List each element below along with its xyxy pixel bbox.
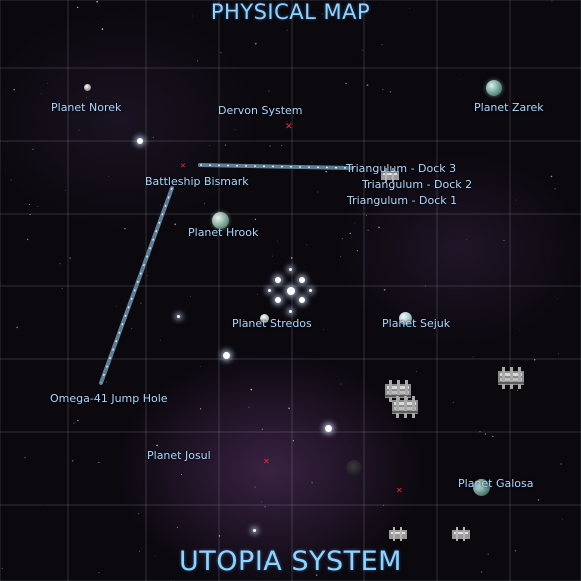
planet-zarek-icon[interactable] — [486, 80, 502, 96]
space-station-icon[interactable] — [389, 527, 407, 541]
x-marker-icon[interactable]: ✕ — [180, 162, 186, 170]
label-planet-hrook[interactable]: Planet Hrook — [188, 226, 259, 239]
label-dervon-system[interactable]: Dervon System — [218, 104, 303, 117]
stredos-star-cluster[interactable] — [266, 266, 316, 316]
label-triangulum-dock-3[interactable]: Triangulum - Dock 3 — [346, 162, 457, 175]
trade-lane-bismark-triangulum[interactable] — [198, 163, 354, 170]
label-planet-sejuk[interactable]: Planet Sejuk — [382, 317, 451, 330]
label-planet-galosa[interactable]: Planet Galosa — [458, 477, 534, 490]
planet-stredos-icon[interactable] — [260, 314, 269, 323]
star-icon — [289, 310, 292, 313]
star-icon — [268, 289, 271, 292]
x-marker-icon[interactable]: ✕ — [263, 457, 270, 466]
planet-josul-icon[interactable] — [346, 460, 362, 476]
planet-galosa-icon[interactable] — [473, 479, 490, 496]
star-icon[interactable] — [137, 138, 143, 144]
label-omega-41-jump-hole[interactable]: Omega-41 Jump Hole — [50, 392, 168, 405]
star-icon — [275, 297, 281, 303]
star-icon — [177, 315, 180, 318]
star-icon — [299, 277, 305, 283]
label-triangulum-dock-2[interactable]: Triangulum - Dock 2 — [362, 178, 473, 191]
star-icon[interactable] — [325, 425, 332, 432]
planet-hrook-icon[interactable] — [212, 212, 229, 229]
map-title: PHYSICAL MAP — [210, 0, 371, 24]
space-station-icon[interactable] — [392, 396, 418, 418]
system-name: UTOPIA SYSTEM — [179, 546, 402, 577]
star-icon — [275, 277, 281, 283]
x-marker-icon[interactable]: ✕ — [285, 122, 293, 132]
x-marker-icon[interactable]: ✕ — [396, 486, 403, 495]
label-planet-norek[interactable]: Planet Norek — [51, 101, 122, 114]
star-icon — [253, 529, 256, 532]
star-icon — [287, 287, 295, 295]
space-station-icon[interactable] — [452, 527, 470, 541]
label-battleship-bismark[interactable]: Battleship Bismark — [145, 175, 249, 188]
star-icon — [309, 289, 312, 292]
label-triangulum-dock-1[interactable]: Triangulum - Dock 1 — [347, 194, 458, 207]
star-icon[interactable] — [223, 352, 230, 359]
label-planet-zarek[interactable]: Planet Zarek — [474, 101, 544, 114]
star-icon — [299, 297, 305, 303]
planet-norek-icon[interactable] — [84, 84, 91, 91]
trade-lane-bismark-omega41[interactable] — [99, 186, 174, 385]
label-planet-stredos[interactable]: Planet Stredos — [232, 317, 312, 330]
space-station-icon[interactable] — [498, 367, 524, 389]
label-planet-josul[interactable]: Planet Josul — [147, 449, 211, 462]
planet-sejuk-icon[interactable] — [399, 312, 412, 325]
star-icon — [289, 268, 292, 271]
